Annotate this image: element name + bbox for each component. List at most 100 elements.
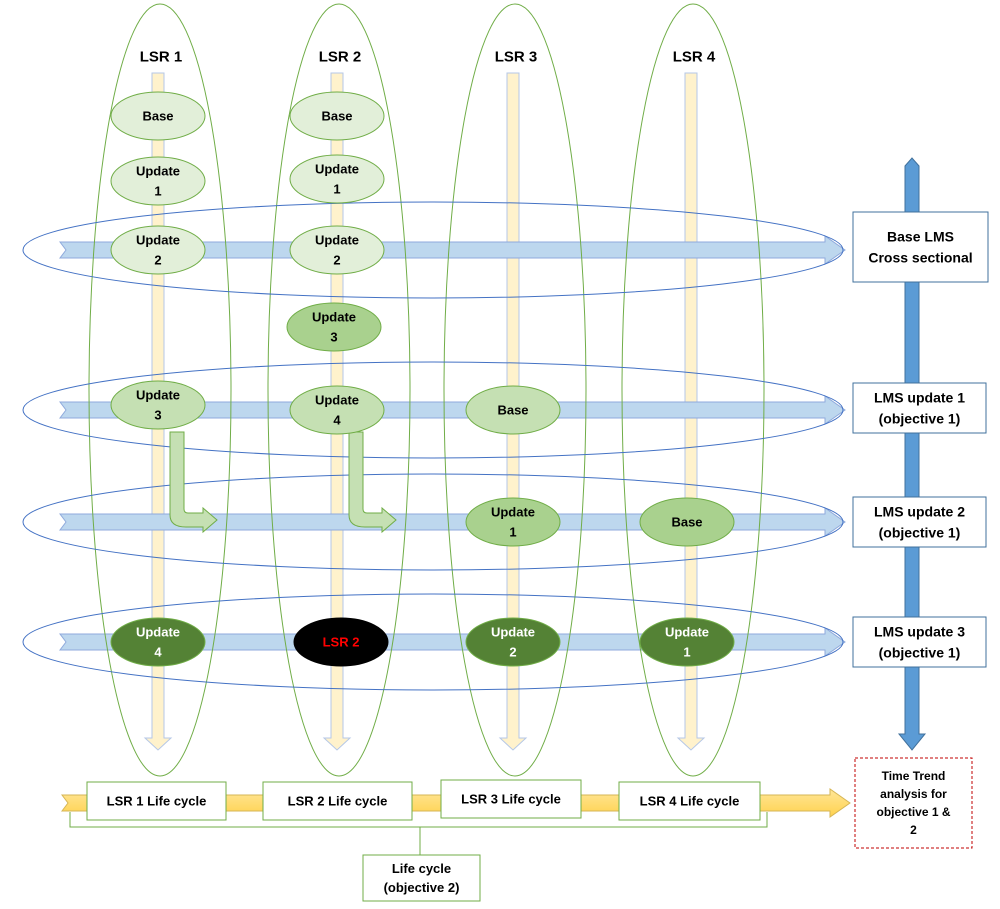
node-update-1: Update 1 [465,497,561,547]
node-label: Update [315,233,359,248]
node-label: Update [136,164,180,179]
node-ellipse [110,156,206,206]
node-base: Base [465,385,561,435]
column-label: LSR 3 [495,49,538,66]
lifecycle-rect [86,781,227,821]
node-label: 4 [154,645,162,660]
row-label-text: Cross sectional [868,250,972,266]
time-trend-text: 2 [910,823,917,837]
node-ellipse [110,225,206,275]
node-ellipse [465,385,561,435]
node-ellipse [110,91,206,141]
node-label: 2 [509,645,516,660]
row-label-rect [852,211,989,283]
node-label: Base [321,109,352,124]
node-ellipse [465,497,561,547]
row-label-text: (objective 1) [879,525,961,541]
row-label-text: Base LMS [887,229,954,245]
node-label: Base [497,403,528,418]
row-label-rect [852,496,987,548]
node-label: Update [491,625,535,640]
lifecycle-summary-box: Life cycle (objective 2) [362,854,481,902]
node-update-2: Update 2 [289,225,385,275]
column-label: LSR 2 [319,49,362,66]
carry-over-arrow [169,431,218,534]
node-label: Update [491,505,535,520]
lifecycle-summary-text: Life cycle [392,861,451,876]
node-update-1: Update 1 [289,154,385,204]
node-ellipse [289,385,385,435]
row-label-text: LMS update 2 [874,504,965,520]
node-label: 2 [333,253,340,268]
node-base: Base [110,91,206,141]
node-ellipse [110,380,206,430]
row-label-text: (objective 1) [879,645,961,661]
node-label: LSR 2 [323,635,360,650]
lifecycle-box: LSR 1 Life cycle [86,781,227,821]
node-update-1: Update 1 [639,617,735,667]
row-group-ellipse [22,201,844,299]
time-trend-rect [854,757,973,849]
row-label-text: LMS update 1 [874,390,965,406]
column-group-ellipse [443,3,587,777]
node-update-3: Update 3 [286,302,382,352]
lifecycle-box: LSR 2 Life cycle [262,781,413,821]
lifecycle-rect [618,781,761,821]
node-label: Update [315,162,359,177]
lifecycle-summary-text: (objective 2) [384,880,460,895]
node-label: Update [315,393,359,408]
node-update-1: Update 1 [110,156,206,206]
node-label: Base [142,109,173,124]
node-update-2: Update 2 [110,225,206,275]
node-ellipse [289,91,385,141]
row-group-ellipse [22,361,844,459]
node-label: Update [136,625,180,640]
node-label: 1 [154,184,161,199]
node-ellipse [639,497,735,547]
row-label-text: (objective 1) [879,411,961,427]
time-trend-text: Time Trend [882,769,946,783]
node-ellipse [465,617,561,667]
carry-over-arrow [348,431,397,534]
node-label: 2 [154,253,161,268]
node-ellipse [289,154,385,204]
node-ellipse [286,302,382,352]
lifecycle-box: LSR 3 Life cycle [440,779,582,819]
row-group-ellipse [22,593,844,691]
row-label-box: LMS update 3 (objective 1) [852,616,987,668]
node-label: Update [136,233,180,248]
lifecycle-label: LSR 2 Life cycle [288,794,388,809]
node-update-4: Update 4 [110,617,206,667]
column-group-ellipse [88,3,232,777]
node-label: 1 [333,182,340,197]
time-arrow [897,157,927,751]
node-label: Update [312,310,356,325]
column-label: LSR 1 [140,49,183,66]
node-label: 3 [154,408,161,423]
row-label-box: LMS update 1 (objective 1) [852,382,987,434]
lifecycle-label: LSR 3 Life cycle [461,792,561,807]
row-label-rect [852,616,987,668]
lifecycle-rect [440,779,582,819]
node-ellipse [293,617,389,667]
node-label: Update [665,625,709,640]
node-ellipse [110,617,206,667]
lifecycle-box: LSR 4 Life cycle [618,781,761,821]
row-label-rect [852,382,987,434]
node-label: 3 [330,330,337,345]
lifecycle-label: LSR 1 Life cycle [107,794,207,809]
node-label: 1 [683,645,690,660]
row-label-text: LMS update 3 [874,624,965,640]
lifecycle-summary-rect [362,854,481,902]
column-label: LSR 4 [673,49,716,66]
node-label: 1 [509,525,516,540]
node-label: 4 [333,413,341,428]
node-label: Base [671,515,702,530]
node-ellipse [289,225,385,275]
row-label-box: Base LMS Cross sectional [852,211,989,283]
node-update-2: Update 2 [465,617,561,667]
lifecycle-rect [262,781,413,821]
node-update-4: Update 4 [289,385,385,435]
